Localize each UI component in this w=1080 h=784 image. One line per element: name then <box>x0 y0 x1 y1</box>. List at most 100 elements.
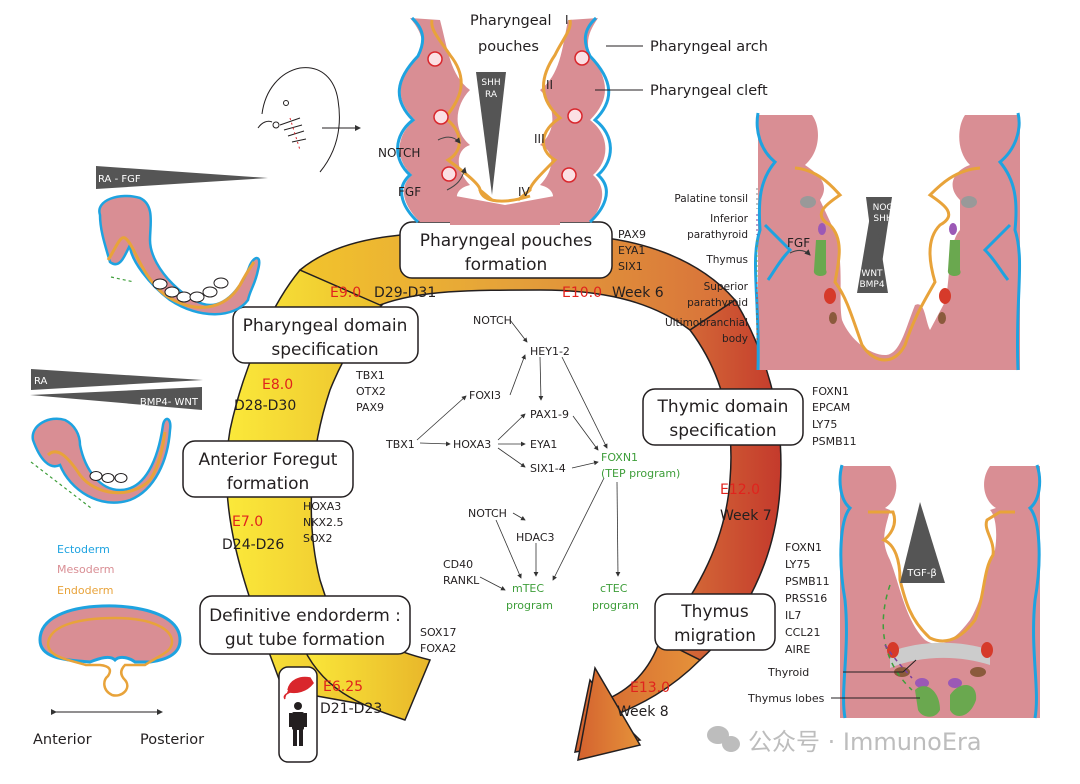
gradient-ra-fgf: RA - FGF <box>96 166 268 189</box>
human-icon <box>289 702 307 746</box>
gene-label: SOX2 <box>303 532 332 545</box>
derivative-label: Superior <box>704 281 749 293</box>
mouse-stage-e7: E7.0 <box>232 514 263 530</box>
gene-label: PRSS16 <box>785 592 827 605</box>
gene-label: PAX9 <box>618 228 646 241</box>
gradient-tgf-beta: TGF-β <box>906 568 937 579</box>
human-stage-d21: D21-D23 <box>320 701 382 717</box>
mouse-stage-e12: E12.0 <box>720 482 760 498</box>
gradient-ra: RA <box>31 369 203 390</box>
stage-title-line1: Definitive endorderm : <box>209 606 401 626</box>
stage-title-line2: gut tube formation <box>225 630 385 650</box>
derivative-label: Ultimobranchial <box>665 317 748 329</box>
gene-label: FOXA2 <box>420 642 456 655</box>
node-foxn1: FOXN1 <box>601 451 638 464</box>
stage-genes-definitive-endoderm: SOX17 FOXA2 <box>420 626 456 655</box>
gene-network <box>416 319 621 591</box>
foregut-diagram-2 <box>30 417 172 509</box>
thymus-migration-diagram <box>838 464 1042 719</box>
node-mtec: mTEC <box>512 582 544 595</box>
stage-title-line2: formation <box>227 474 310 494</box>
node-mtec-program: program <box>506 599 553 612</box>
signal-fgf: FGF <box>398 185 421 199</box>
numeral-i: I <box>565 13 569 27</box>
germ-layer-legend: Ectoderm Mesoderm Endoderm <box>57 543 115 597</box>
stage-genes-pharyngeal-domain: TBX1 OTX2 PAX9 <box>355 369 386 414</box>
human-stage-week6: Week 6 <box>612 285 664 301</box>
label-pharyngeal-pouches-2: pouches <box>478 39 539 55</box>
gene-label: LY75 <box>785 558 810 571</box>
watermark-text: 公众号 · ImmunoEra <box>748 728 982 756</box>
notch-arrow-icon <box>437 136 461 144</box>
mouse-stage-e8: E8.0 <box>262 377 293 393</box>
derivative-label: parathyroid <box>687 297 748 309</box>
pharyngeal-derivatives-diagram <box>753 112 1022 371</box>
leader-line <box>902 659 917 673</box>
gradient-label: SHH <box>481 78 500 88</box>
derivative-label: Thymus <box>705 254 748 266</box>
arrow-head <box>577 665 642 762</box>
legend-mesoderm: Mesoderm <box>57 563 115 576</box>
gradient-bmp4: BMP4 <box>859 280 884 290</box>
gene-network-labels: NOTCH HEY1-2 FOXI3 TBX1 HOXA3 PAX1-9 EYA… <box>385 314 680 612</box>
human-stage-d24: D24-D26 <box>222 537 284 553</box>
gene-label: HOXA3 <box>303 500 341 513</box>
embryo-sketch <box>257 67 361 173</box>
node-foxi3: FOXI3 <box>469 389 501 402</box>
node-hey: HEY1-2 <box>530 345 570 358</box>
legend-endoderm: Endoderm <box>57 584 113 597</box>
node-rankl: RANKL <box>443 574 480 587</box>
gradient-nog: NOG <box>873 203 894 213</box>
axis-posterior: Posterior <box>140 732 204 748</box>
gradient-wnt: WNT <box>861 269 883 279</box>
gene-label: PSMB11 <box>785 575 830 588</box>
stage-box-anterior-foregut: Anterior Foregut formation <box>182 440 354 498</box>
gene-label: TBX1 <box>355 369 385 382</box>
human-stage-week8: Week 8 <box>617 704 669 720</box>
stage-title-line1: Thymus <box>680 602 749 622</box>
stage-title-line2: specification <box>271 340 378 360</box>
gradient-label: BMP4- WNT <box>140 397 199 408</box>
label-thymus-lobes: Thymus lobes <box>747 692 825 705</box>
stage-box-pharyngeal-pouches: Pharyngeal pouches formation <box>399 221 613 279</box>
shh-ra-gradient <box>476 72 506 195</box>
signal-fgf-right: FGF <box>787 236 810 250</box>
human-stage-week7: Week 7 <box>720 508 772 524</box>
signal-notch: NOTCH <box>378 146 420 160</box>
node-ctec-program: program <box>592 599 639 612</box>
node-pax: PAX1-9 <box>530 408 569 421</box>
stage-box-pharyngeal-domain: Pharyngeal domain specification <box>232 306 419 364</box>
ectoderm-left <box>396 16 425 224</box>
node-cd40: CD40 <box>443 558 473 571</box>
derivative-labels: Palatine tonsil Inferior parathyroid Thy… <box>665 188 758 345</box>
gene-label: NKX2.5 <box>303 516 343 529</box>
gut-tube-diagram <box>38 604 182 715</box>
foregut-diagram-1 <box>98 194 261 316</box>
stage-box-thymus-migration: Thymus migration <box>654 593 776 651</box>
label-thyroid: Thyroid <box>767 666 809 679</box>
gene-label: FOXN1 <box>812 385 849 398</box>
node-tbx1: TBX1 <box>385 438 415 451</box>
numeral-iv: IV <box>518 185 531 199</box>
gene-label: PAX9 <box>356 401 384 414</box>
endoderm-right <box>517 19 572 202</box>
gradient-label: RA <box>34 376 48 387</box>
stage-title-line2: formation <box>465 255 548 275</box>
legend-ectoderm: Ectoderm <box>57 543 110 556</box>
stage-title-line1: Pharyngeal pouches <box>420 231 593 251</box>
derivative-label: Palatine tonsil <box>674 193 748 205</box>
pharynx-floor <box>450 195 560 225</box>
wechat-icon <box>707 726 740 752</box>
stage-title-line1: Anterior Foregut <box>199 450 338 470</box>
node-six: SIX1-4 <box>530 462 566 475</box>
mouse-stage-e9: E9.0 <box>330 285 361 301</box>
mouse-stage-e10: E10.0 <box>562 285 602 301</box>
derivative-label: parathyroid <box>687 229 748 241</box>
gradient-shh: SHH <box>873 214 892 224</box>
watermark: 公众号 · ImmunoEra <box>707 726 982 756</box>
human-stage-d28: D28-D30 <box>234 398 296 414</box>
gene-label: AIRE <box>785 643 810 656</box>
node-notch: NOTCH <box>473 314 512 327</box>
endoderm-floor <box>478 189 531 203</box>
stage-title-line1: Pharyngeal domain <box>243 316 408 336</box>
